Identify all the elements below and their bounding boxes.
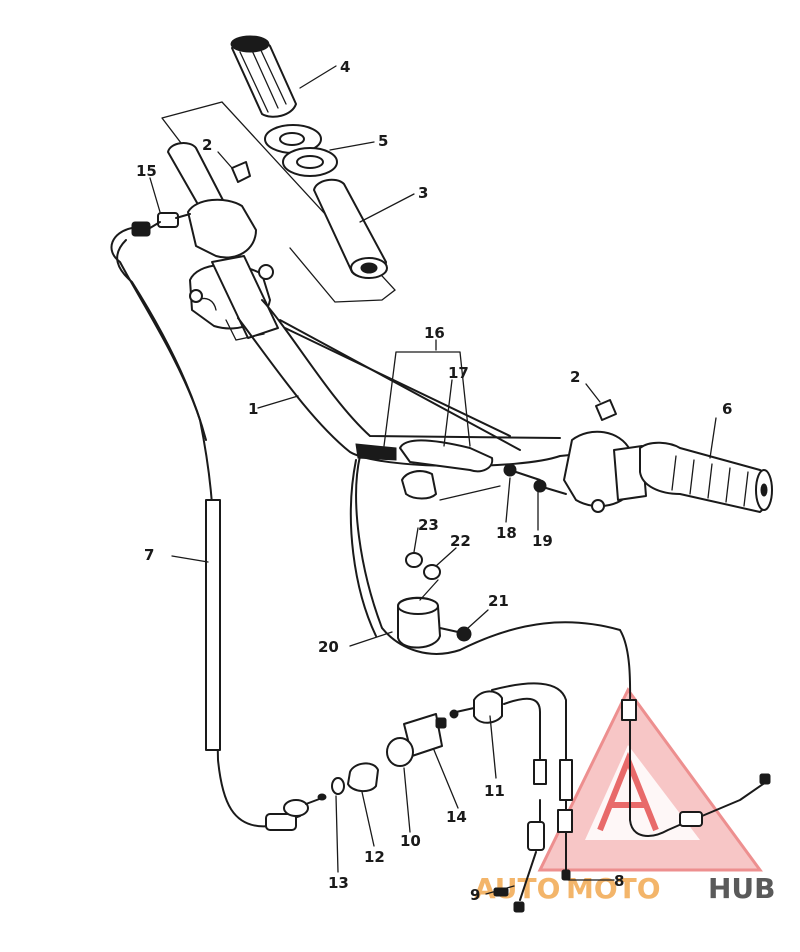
watermark-text-auto: AUTO <box>474 872 560 905</box>
callout-23: 23 <box>418 516 439 534</box>
grip-6 <box>639 441 773 513</box>
callout-2-right: 2 <box>570 368 580 386</box>
adjuster-11 <box>449 690 503 724</box>
cable-end-8 <box>557 809 573 881</box>
bolt-19 <box>533 479 567 495</box>
grip-4 <box>230 35 297 118</box>
callout-15: 15 <box>136 162 157 180</box>
callouts: 4 5 3 2 15 1 16 17 2 6 7 18 19 23 22 21 … <box>136 58 732 904</box>
pad-16-17 <box>355 339 501 501</box>
callout-7: 7 <box>144 546 154 564</box>
watermark-a-shape <box>597 751 659 832</box>
callout-1: 1 <box>248 400 258 418</box>
callout-4: 4 <box>340 58 350 76</box>
callout-9: 9 <box>470 886 480 904</box>
callout-20: 20 <box>318 638 339 656</box>
watermark: AUTO MOTO HUB <box>474 687 776 905</box>
clamp-20 <box>397 579 441 649</box>
bolt-21 <box>439 626 472 642</box>
callout-11: 11 <box>484 782 505 800</box>
cable-end-9 <box>493 821 545 913</box>
watermark-text-hub: HUB <box>708 872 776 905</box>
watermark-text-moto: MOTO <box>566 872 661 905</box>
adjuster-15 <box>131 212 191 237</box>
bolt-2-left <box>231 161 251 183</box>
callout-5: 5 <box>378 132 388 150</box>
cable-end-right <box>621 699 771 827</box>
callout-3: 3 <box>418 184 428 202</box>
ring-13 <box>331 777 345 795</box>
left-control-assembly <box>131 161 279 341</box>
leader-lines <box>149 65 717 895</box>
bolt-2-right <box>595 399 617 421</box>
washer-5 <box>264 124 338 177</box>
nut-23 <box>405 552 423 568</box>
right-grip-group <box>503 399 773 513</box>
housing-10-14 <box>386 713 447 767</box>
callout-2-left: 2 <box>202 136 212 154</box>
cable-end-fitting <box>265 793 327 831</box>
throttle-tube-3 <box>313 178 388 279</box>
callout-13: 13 <box>328 874 349 892</box>
washer-22 <box>423 564 441 580</box>
callout-17: 17 <box>448 364 469 382</box>
callout-6: 6 <box>722 400 732 418</box>
callout-21: 21 <box>488 592 509 610</box>
callout-14: 14 <box>446 808 467 826</box>
callout-10: 10 <box>400 832 421 850</box>
handlebar-1 <box>237 299 601 468</box>
callout-18: 18 <box>496 524 517 542</box>
bolt-18 <box>503 463 541 481</box>
callout-22: 22 <box>450 532 471 550</box>
callout-8: 8 <box>614 872 624 890</box>
cables <box>110 227 771 913</box>
callout-19: 19 <box>532 532 553 550</box>
nut-12 <box>347 762 379 792</box>
callout-12: 12 <box>364 848 385 866</box>
left-grip-group <box>161 35 396 303</box>
callout-16: 16 <box>424 324 445 342</box>
